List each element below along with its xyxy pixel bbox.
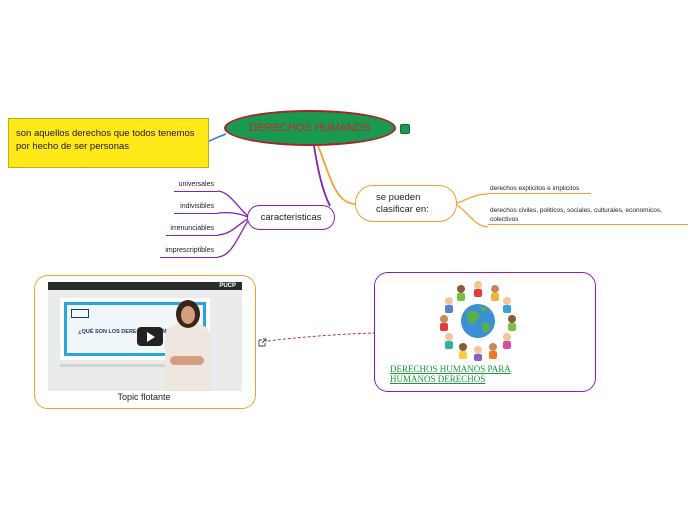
characteristic-item[interactable]: universales	[174, 180, 218, 192]
link-central-caracteristicas	[313, 145, 331, 207]
video-thumbnail[interactable]: PUCP ¿QUÉ SON LOS DERECHOS HUMANOS?	[48, 282, 242, 391]
characteristic-item[interactable]: indivisibles	[174, 202, 218, 214]
link-carac-imprescriptibles	[217, 220, 249, 258]
classification-item[interactable]: derechos explicitos e implicitos	[488, 184, 591, 194]
video-top-bar	[48, 282, 242, 290]
image-topic[interactable]: DERECHOS HUMANOS PARA HUMANOS DERECHOS	[374, 272, 596, 392]
link-clasif-explicitos	[456, 193, 489, 204]
characteristic-label: indivisibles	[180, 203, 214, 210]
classification-topic[interactable]: se pueden clasificar en:	[355, 185, 457, 222]
floating-topic-label: Topic flotante	[117, 392, 171, 402]
classification-item[interactable]: derechos civiles, politicos, sociales, c…	[488, 206, 688, 225]
floating-topic[interactable]: PUCP ¿QUÉ SON LOS DERECHOS HUMANOS? Topi…	[34, 275, 256, 409]
link-carac-indivisibles	[217, 211, 249, 218]
link-central-clasificar	[317, 145, 358, 205]
screen-ledge	[60, 364, 210, 367]
characteristics-topic[interactable]: caracteristicas	[247, 205, 335, 230]
definition-topic[interactable]: son aquellos derechos que todos tenemos …	[8, 118, 209, 168]
video-brand: PUCP	[219, 283, 236, 289]
link-carac-irrenunciables	[217, 218, 249, 236]
link-central-definition	[208, 133, 227, 142]
classification-item-label: derechos civiles, politicos, sociales, c…	[490, 207, 662, 223]
presenter-arms	[170, 356, 204, 365]
link-clasif-civiles	[456, 204, 489, 228]
characteristic-label: universales	[178, 181, 214, 188]
link-carac-universales	[217, 190, 249, 217]
relation-dashed-line	[267, 332, 376, 342]
central-topic[interactable]: DERECHOS HUMANOS	[224, 110, 396, 146]
characteristics-label: caracteristicas	[260, 212, 322, 223]
image-topic-link[interactable]: DERECHOS HUMANOS PARA HUMANOS DERECHOS	[390, 364, 511, 384]
slide-logo	[71, 309, 89, 318]
classification-item-label: derechos explicitos e implicitos	[490, 185, 580, 192]
presenter-face	[181, 306, 195, 324]
classification-label: se pueden clasificar en:	[376, 192, 429, 215]
characteristic-item[interactable]: imprescriptibles	[160, 246, 218, 258]
external-link-icon[interactable]	[258, 338, 267, 347]
children-around-globe-image	[440, 281, 516, 361]
characteristic-label: imprescriptibles	[165, 247, 214, 254]
characteristic-item[interactable]: irrenunciables	[166, 224, 218, 236]
central-topic-label: DERECHOS HUMANOS	[249, 122, 371, 134]
characteristic-label: irrenunciables	[170, 225, 214, 232]
children-ring	[440, 281, 516, 361]
slide-title: ¿QUÉ SON LOS DERECHOS HUMANOS?	[78, 329, 186, 335]
definition-text: son aquellos derechos que todos tenemos …	[16, 128, 195, 152]
play-icon[interactable]	[137, 327, 163, 346]
collapse-toggle[interactable]	[400, 124, 410, 134]
